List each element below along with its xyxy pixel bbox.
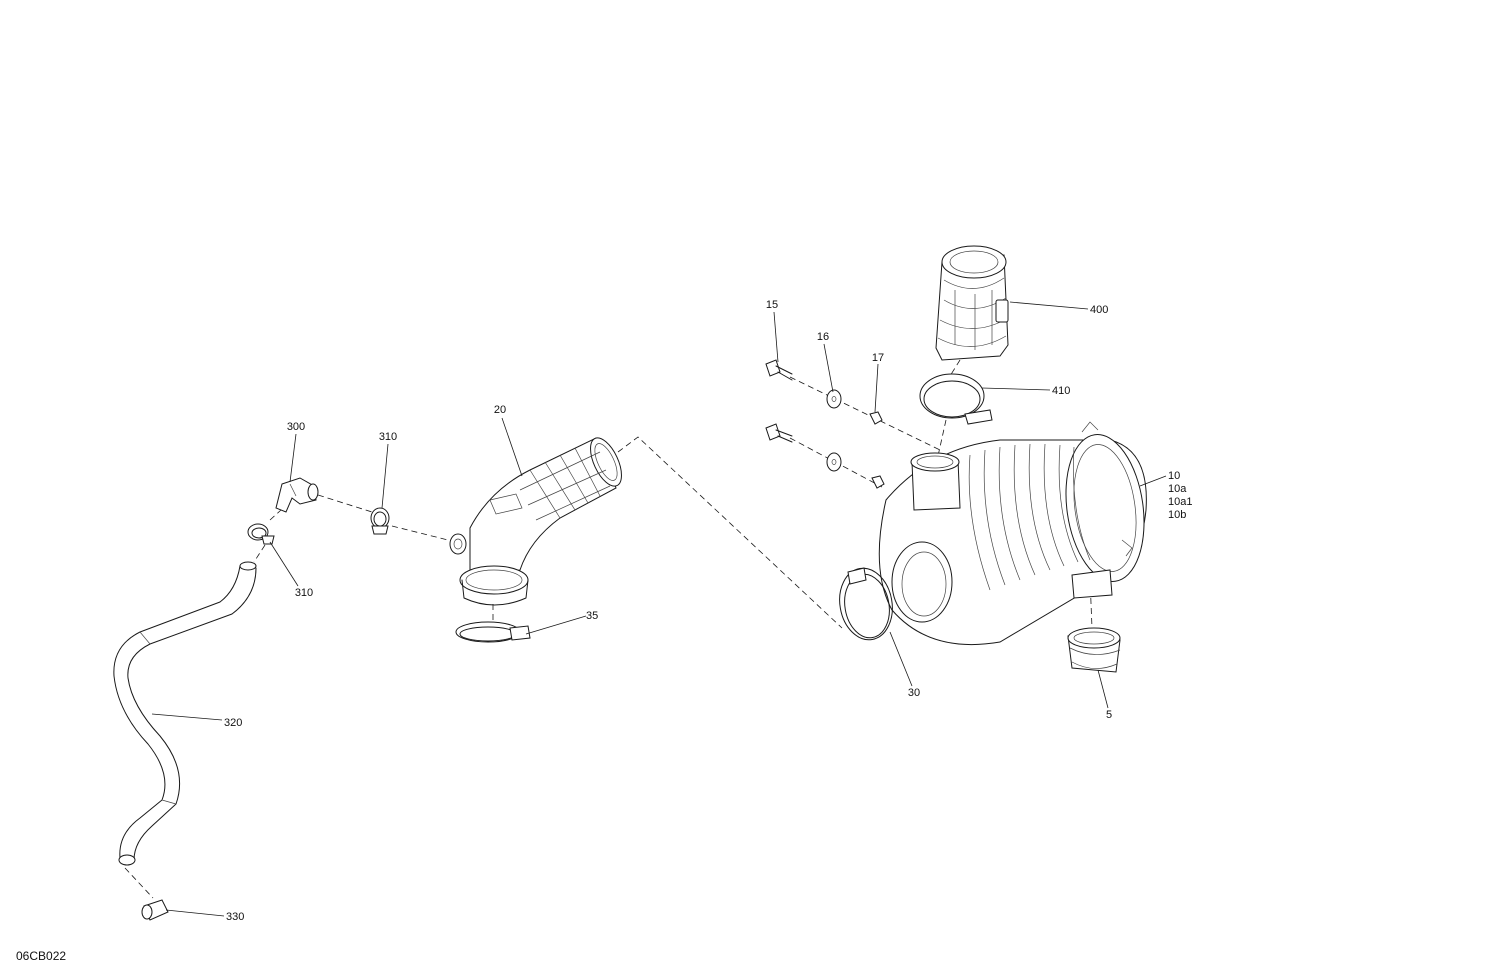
callout-10b: 10b (1168, 509, 1186, 521)
part-310-clamp-lower (247, 523, 275, 545)
leader-lines (151, 301, 1167, 917)
callout-30: 30 (908, 687, 920, 699)
callout-310-upper: 310 (379, 431, 397, 443)
part-330-cap (141, 899, 169, 921)
part-35-clamp (455, 621, 531, 643)
callout-320: 320 (224, 717, 242, 729)
callout-10: 10 (1168, 470, 1180, 482)
part-17-nuts (869, 411, 885, 489)
part-15-bolts (765, 359, 793, 443)
callout-300: 300 (287, 421, 305, 433)
part-10-airbox-housing (878, 421, 1147, 645)
callout-17: 17 (872, 352, 884, 364)
part-300-elbow-fitting (275, 477, 319, 513)
callout-310-lower: 310 (295, 587, 313, 599)
callout-5: 5 (1106, 709, 1112, 721)
callout-400: 400 (1090, 304, 1108, 316)
reference-code: 06CB022 (16, 949, 66, 963)
callout-labels: 15 16 17 400 410 10 10a 10a1 10b 30 5 20… (224, 299, 1192, 923)
callout-35: 35 (586, 610, 598, 622)
callout-20: 20 (494, 404, 506, 416)
part-410-clamp (919, 373, 993, 425)
part-310-clamp-upper (370, 507, 390, 535)
part-30-clamp (839, 567, 893, 641)
callout-16: 16 (817, 331, 829, 343)
callout-410: 410 (1052, 385, 1070, 397)
part-320-hose (113, 561, 257, 866)
callout-15: 15 (766, 299, 778, 311)
callout-330: 330 (226, 911, 244, 923)
callout-10a1: 10a1 (1168, 496, 1192, 508)
part-20-intake-duct (449, 437, 622, 606)
part-5-sleeve (1067, 627, 1121, 673)
part-400-intake-adapter (935, 245, 1009, 361)
part-16-washers (826, 389, 842, 472)
callout-10a: 10a (1168, 483, 1187, 495)
